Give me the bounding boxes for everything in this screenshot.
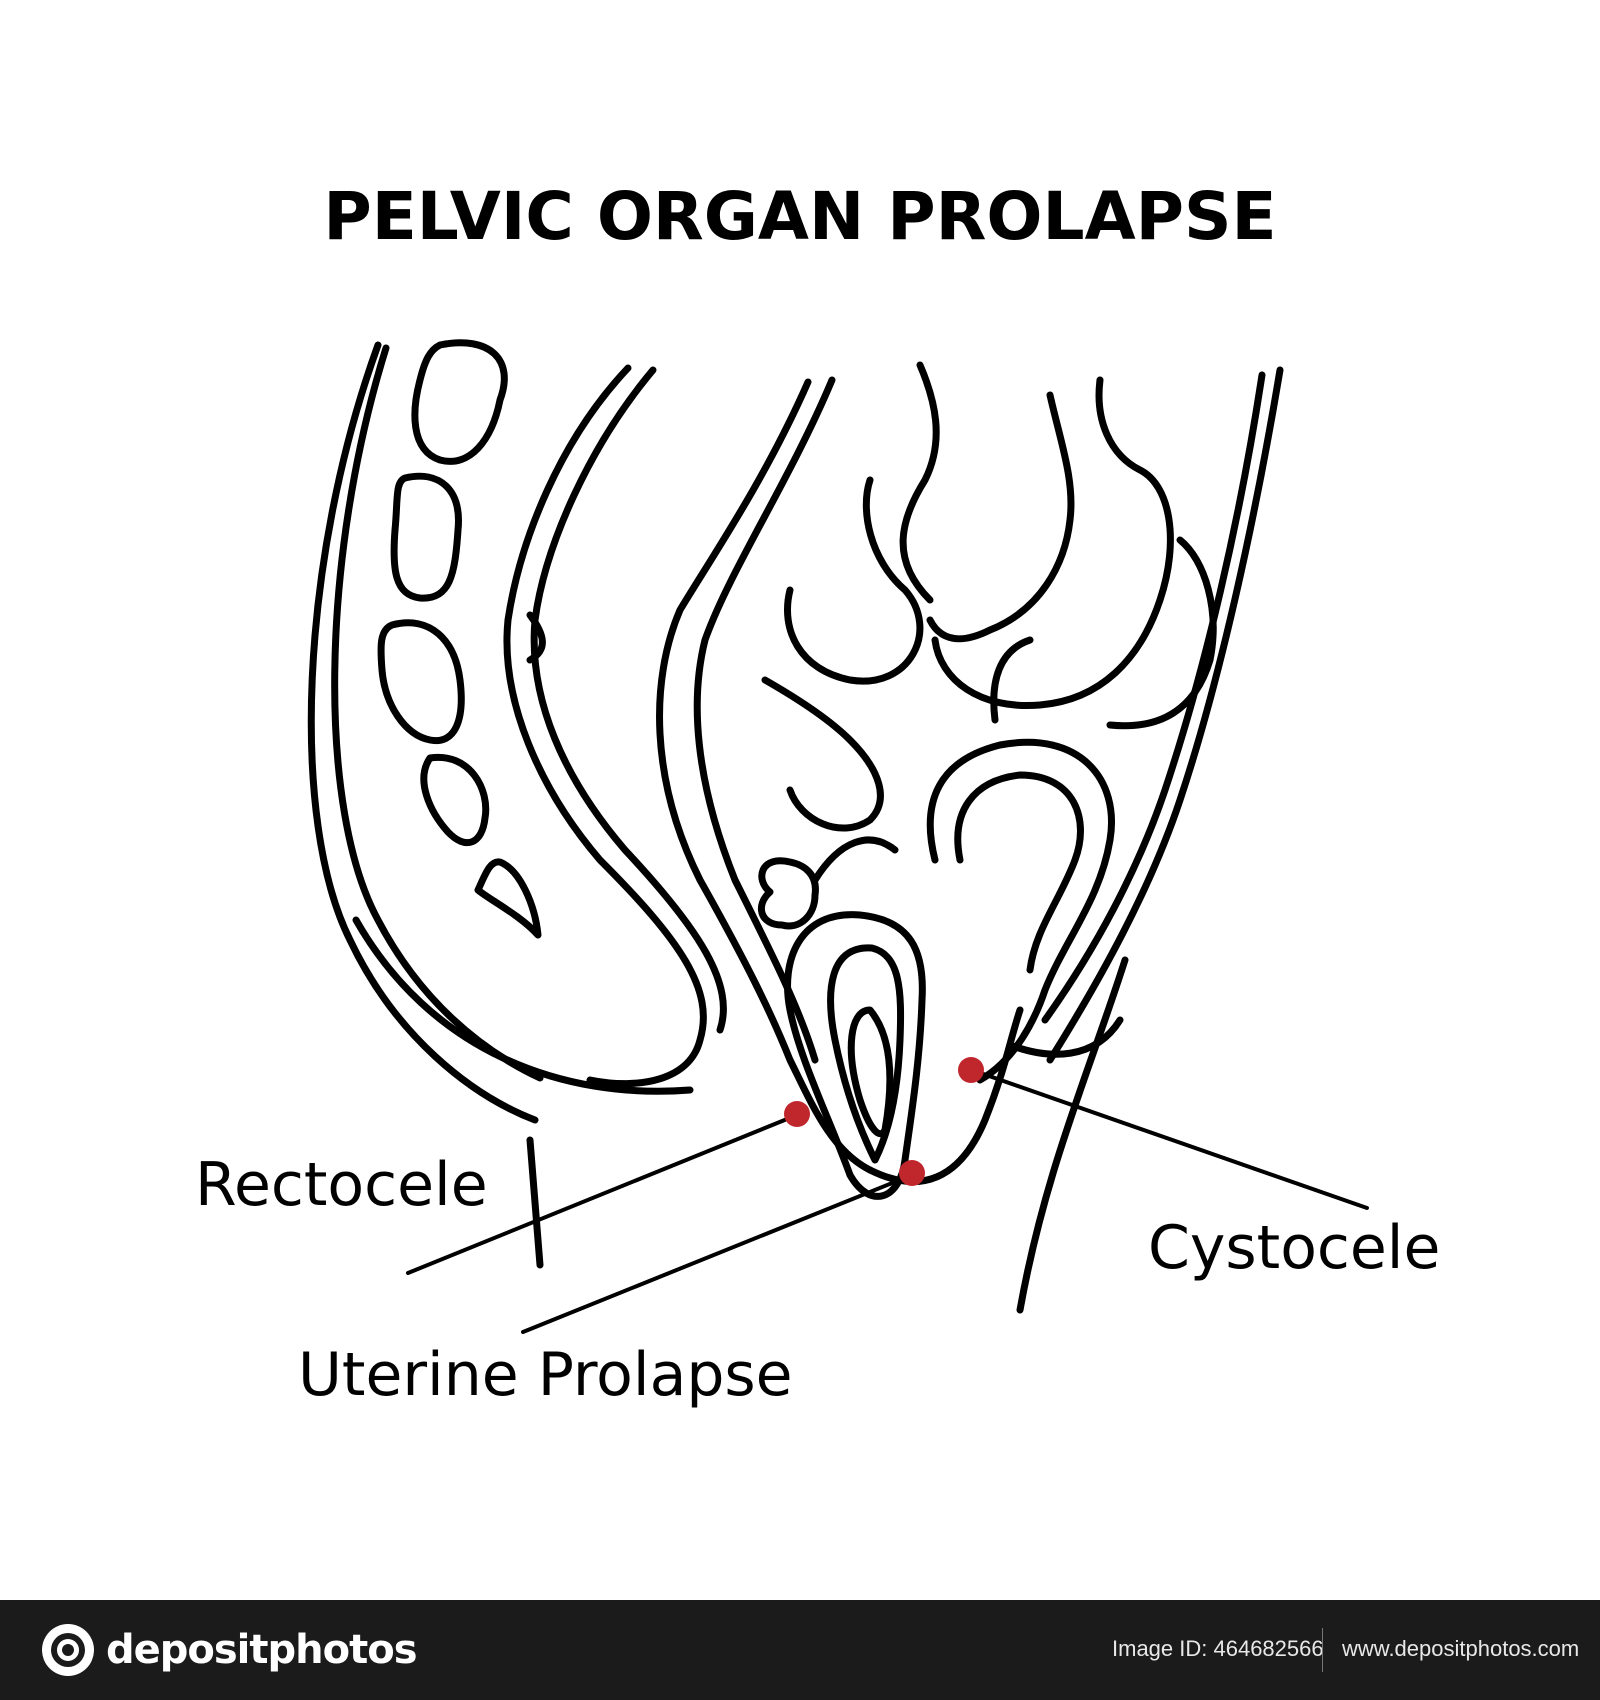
intestine-1 [899, 361, 940, 604]
vertebra-3 [377, 619, 465, 745]
uterus-inner [827, 944, 905, 1164]
intestine-7 [1106, 536, 1217, 730]
bladder-front [1006, 1016, 1124, 1058]
footer-divider [1322, 1628, 1323, 1672]
front-wall-outer [1046, 366, 1284, 1064]
vertebra-2 [390, 472, 462, 602]
rectocele-marker [784, 1101, 810, 1127]
site-url-link[interactable]: www.depositphotos.com [1342, 1636, 1580, 1661]
bladder-inner [954, 771, 1084, 974]
intestine-3 [926, 391, 1075, 643]
cystocele-marker [958, 1057, 984, 1083]
rectocele-leader [406, 1113, 799, 1275]
uterine-marker [899, 1160, 925, 1186]
label-cystocele: Cystocele [1148, 1213, 1441, 1283]
back-inner-curve [331, 344, 544, 1082]
intestine-5 [761, 676, 884, 832]
label-uterine-prolapse: Uterine Prolapse [298, 1340, 793, 1410]
intestine-6 [990, 636, 1034, 724]
camera-icon [42, 1624, 94, 1676]
vertebra-1 [411, 339, 508, 465]
brand-name: depositphotos [106, 1627, 418, 1673]
uterine-leader [521, 1173, 914, 1334]
coccyx-line [526, 1136, 544, 1269]
intestine-2 [784, 476, 924, 685]
watermark-footer: depositphotos Image ID: 464682566 www.de… [0, 1600, 1600, 1700]
vertebra-4 [420, 753, 490, 846]
uterus-cavity [847, 1006, 894, 1138]
back-outer-curve [307, 341, 539, 1124]
fallopian-tube [811, 836, 899, 884]
vaginal-wall-left-inner [693, 376, 836, 1064]
rectum-outer [503, 364, 707, 1088]
ovary [757, 857, 819, 930]
cystocele-leader [970, 1068, 1369, 1210]
brand-logo[interactable]: depositphotos [40, 1622, 418, 1678]
uterus-outer [784, 911, 926, 1200]
vertebra-5 [474, 858, 542, 939]
intestine-4 [931, 376, 1174, 710]
pubic-line [1016, 956, 1129, 1314]
sacrum-line [352, 916, 694, 1095]
label-rectocele: Rectocele [195, 1150, 488, 1220]
image-id: Image ID: 464682566 [1112, 1636, 1324, 1661]
diagram-title: PELVIC ORGAN PROLAPSE [323, 178, 1277, 255]
rectum-inner [530, 366, 727, 1034]
rectum-notch [526, 611, 546, 664]
bladder-outer [926, 738, 1115, 1084]
vaginal-wall-left [656, 378, 874, 1174]
front-wall-inner [1041, 371, 1266, 1024]
